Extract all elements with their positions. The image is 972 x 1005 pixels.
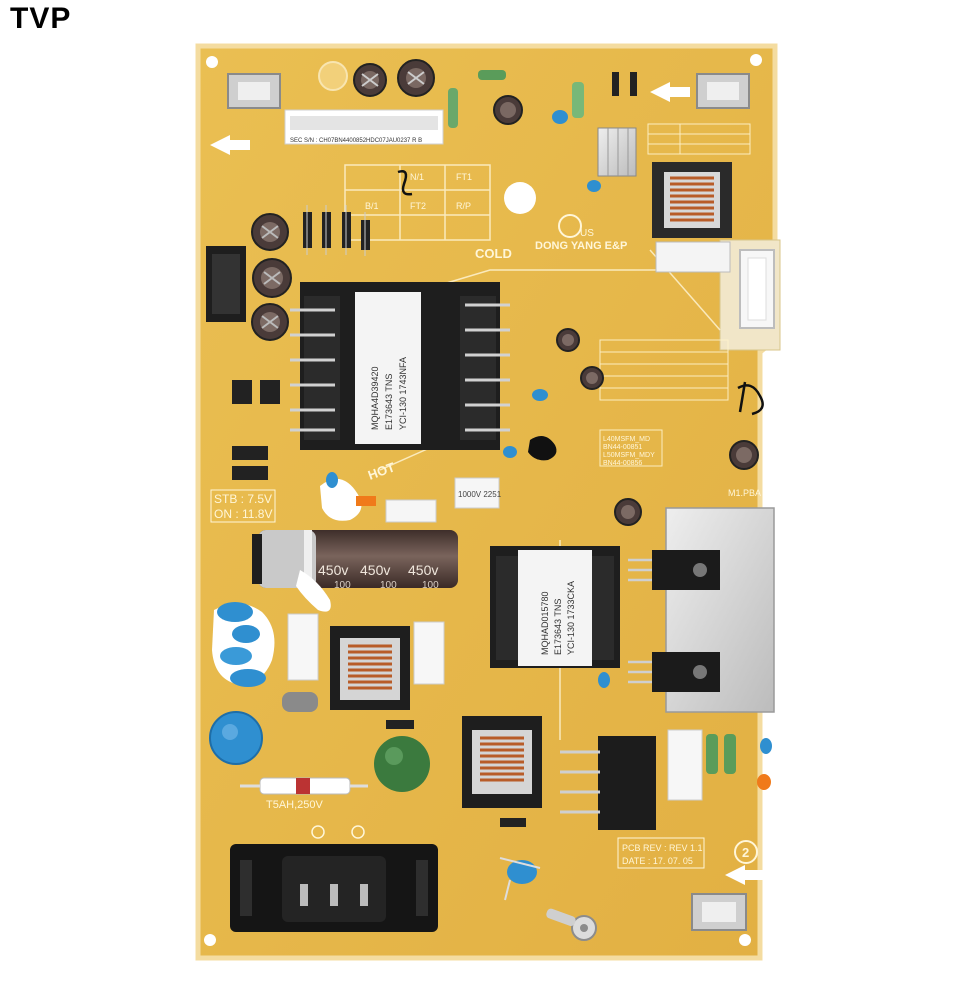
on-label: ON : 11.8V (214, 507, 272, 521)
diode (260, 380, 280, 404)
transformer1-line: YCI-130 1743NFA (398, 357, 408, 430)
pcb-date-text: DATE : 17. 07. 05 (622, 856, 693, 866)
capacitor (353, 63, 387, 97)
blue-capacitor (326, 472, 338, 488)
bulk-cap-sub: 100 (380, 580, 397, 591)
bulk-cap-text: 450v (408, 562, 438, 578)
film-capacitor (287, 613, 319, 681)
capacitor (397, 59, 435, 97)
bridge-rectifier (598, 736, 656, 830)
bulk-cap-sub: 100 (422, 580, 439, 591)
main-transformer (490, 546, 620, 668)
capacitor (729, 440, 759, 470)
ac-inlet-socket (230, 844, 438, 932)
bulk-cap-sub: 100 (334, 580, 351, 591)
resistor (572, 82, 584, 118)
mount-hole (206, 56, 218, 68)
stb-label: STB : 7.5V (214, 492, 272, 506)
transformer1-line: E173643 TNS (384, 374, 394, 430)
diode (500, 818, 526, 827)
capacitor (493, 95, 523, 125)
transformer2-line: MQHAD015780 (540, 591, 550, 655)
diode (386, 720, 414, 729)
choke-coil (330, 626, 410, 710)
blue-capacitor (532, 389, 548, 401)
blue-capacitor (598, 672, 610, 688)
pcb-rev-text: PCB REV : REV 1.1 (622, 843, 703, 853)
bulk-cap-text: 450v (360, 562, 390, 578)
mount-hole (750, 54, 762, 66)
circle-number: 2 (742, 845, 749, 860)
blue-capacitor (499, 857, 541, 901)
cold-label: COLD (475, 246, 512, 261)
bulk-cap-text: 450v (318, 562, 348, 578)
serial-label-text: SEC S/N : CH07BN4400852HDC07JAU0237 R B (290, 138, 422, 144)
transformer2-line: E173643 TNS (553, 599, 563, 655)
blue-capacitor (587, 180, 601, 192)
resistor (448, 88, 458, 128)
small-box-text: 1000V 2251 (458, 490, 502, 499)
choke-coil (462, 716, 542, 808)
diode (232, 446, 268, 460)
mpba-label: M1.PBA (728, 488, 761, 498)
resistor (478, 70, 506, 80)
diode (232, 466, 268, 480)
transformer1-line: MQHA4D39420 (370, 366, 380, 430)
brand-text: DONG YANG E&P (535, 240, 627, 252)
part-no: BN44-00856 (603, 460, 642, 467)
part-no: L50MSFM_MDY (603, 452, 655, 459)
diode-row (303, 205, 370, 256)
fuse-label: T5AH,250V (266, 799, 324, 811)
part-no: L40MSFM_MD (603, 436, 650, 443)
silk-code: B/1 (365, 201, 379, 211)
blue-capacitor-cluster (212, 602, 275, 687)
ul-mark: US (580, 228, 594, 239)
fuse (240, 777, 368, 795)
ground-lug (546, 908, 597, 941)
blue-capacitor (552, 110, 568, 124)
blue-capacitor (760, 738, 772, 754)
capacitor (614, 498, 642, 526)
capacitor (556, 328, 580, 352)
capacitor (580, 366, 604, 390)
transformer2-line: YCI-130 1733CKA (566, 581, 576, 655)
silk-code: FT1 (456, 172, 472, 182)
blue-capacitor (503, 446, 517, 458)
resistor (706, 734, 718, 774)
heatsink-small (597, 127, 637, 177)
watermark-text: TVP (10, 2, 72, 35)
silk-code: R/P (456, 201, 471, 211)
film-capacitor (667, 729, 703, 801)
main-transformer (290, 282, 510, 450)
capacitor (251, 213, 289, 251)
film-capacitor (413, 621, 445, 685)
diode (612, 72, 619, 96)
y-capacitor (209, 711, 263, 765)
silk-code: N/1 (410, 172, 424, 182)
diode (630, 72, 637, 96)
small-cap-box (454, 477, 500, 509)
capacitor (252, 258, 292, 298)
mount-hole (739, 934, 751, 946)
diode (232, 380, 252, 404)
resistor (724, 734, 736, 774)
part-no: BN44-00851 (603, 444, 642, 451)
thermistor (374, 736, 430, 792)
mount-hole (204, 934, 216, 946)
silk-code: FT2 (410, 201, 426, 211)
capacitor (251, 303, 289, 341)
heatsink-large (628, 507, 775, 713)
